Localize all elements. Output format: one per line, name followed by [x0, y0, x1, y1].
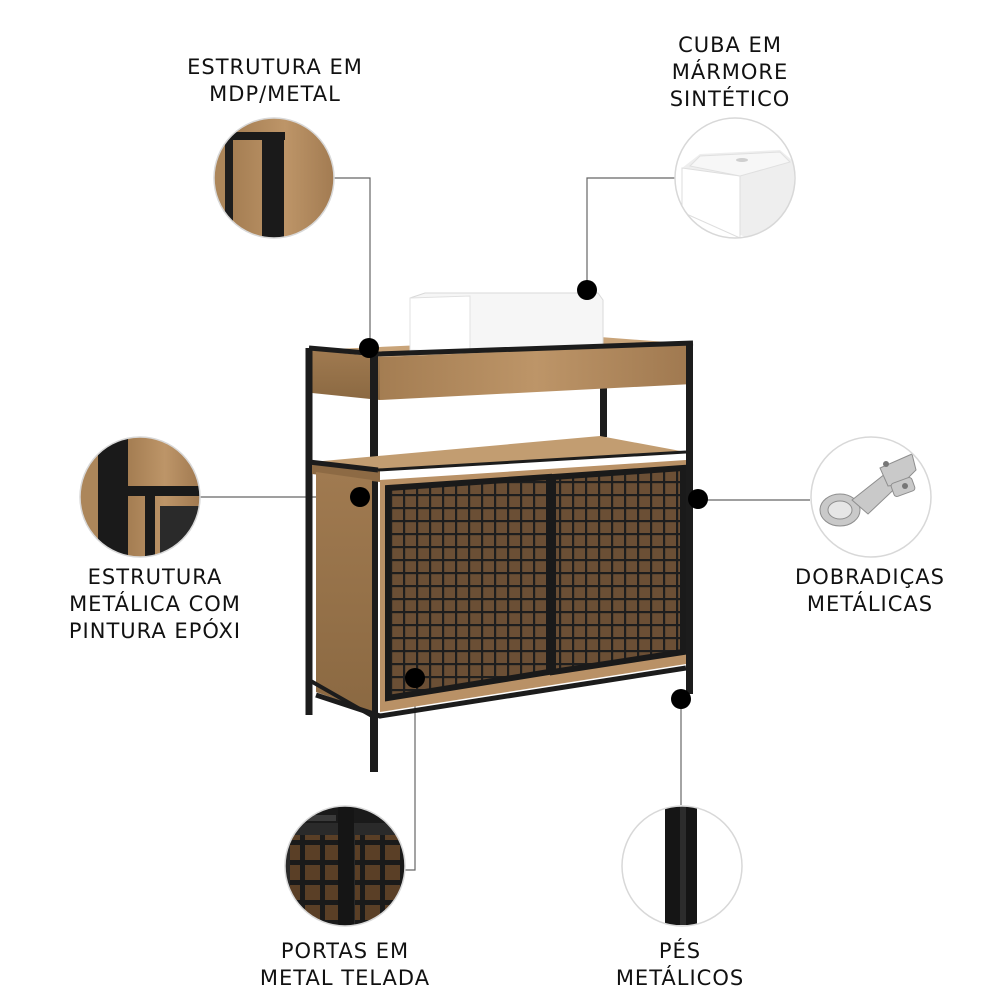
front-leg-left [370, 350, 378, 772]
front-leg-right [686, 344, 693, 694]
marker-epoxy [350, 487, 370, 507]
mesh-door-right[interactable] [550, 464, 686, 676]
detail-epoxy [79, 436, 201, 558]
label-hinges: DOBRADIÇAS METÁLICAS [795, 565, 945, 616]
back-leg-right [600, 347, 607, 437]
detail-feet [621, 805, 743, 927]
marker-structure [359, 338, 379, 358]
marker-basin [577, 280, 597, 300]
vanity-cabinet [305, 292, 694, 772]
label-epoxy: ESTRUTURA METÁLICA COM PINTURA EPÓXI [68, 565, 242, 643]
top-shelf-face [380, 344, 693, 400]
detail-structure [213, 117, 335, 239]
cabinet-side [316, 472, 372, 712]
detail-basin [674, 117, 796, 239]
top-shelf-front [312, 350, 380, 400]
detail-doors [284, 805, 406, 927]
leader-doors [405, 678, 416, 871]
leader-basin [586, 177, 675, 290]
marker-doors [405, 668, 425, 688]
label-structure: ESTRUTURA EM MDP/METAL [187, 55, 363, 106]
label-feet: PÉS METÁLICOS [615, 939, 745, 990]
leader-structure [334, 177, 371, 348]
detail-hinges [810, 436, 932, 558]
markers [350, 280, 708, 709]
middle-shelf-surface [312, 436, 686, 470]
label-doors: PORTAS EM METAL TELADA [259, 939, 431, 990]
basin [409, 292, 604, 353]
leader-lines [200, 177, 810, 871]
label-basin: CUBA EM MÁRMORE SINTÉTICO [669, 33, 791, 111]
marker-feet [671, 689, 691, 709]
mesh-door-left[interactable] [385, 473, 552, 702]
marker-hinges [688, 489, 708, 509]
